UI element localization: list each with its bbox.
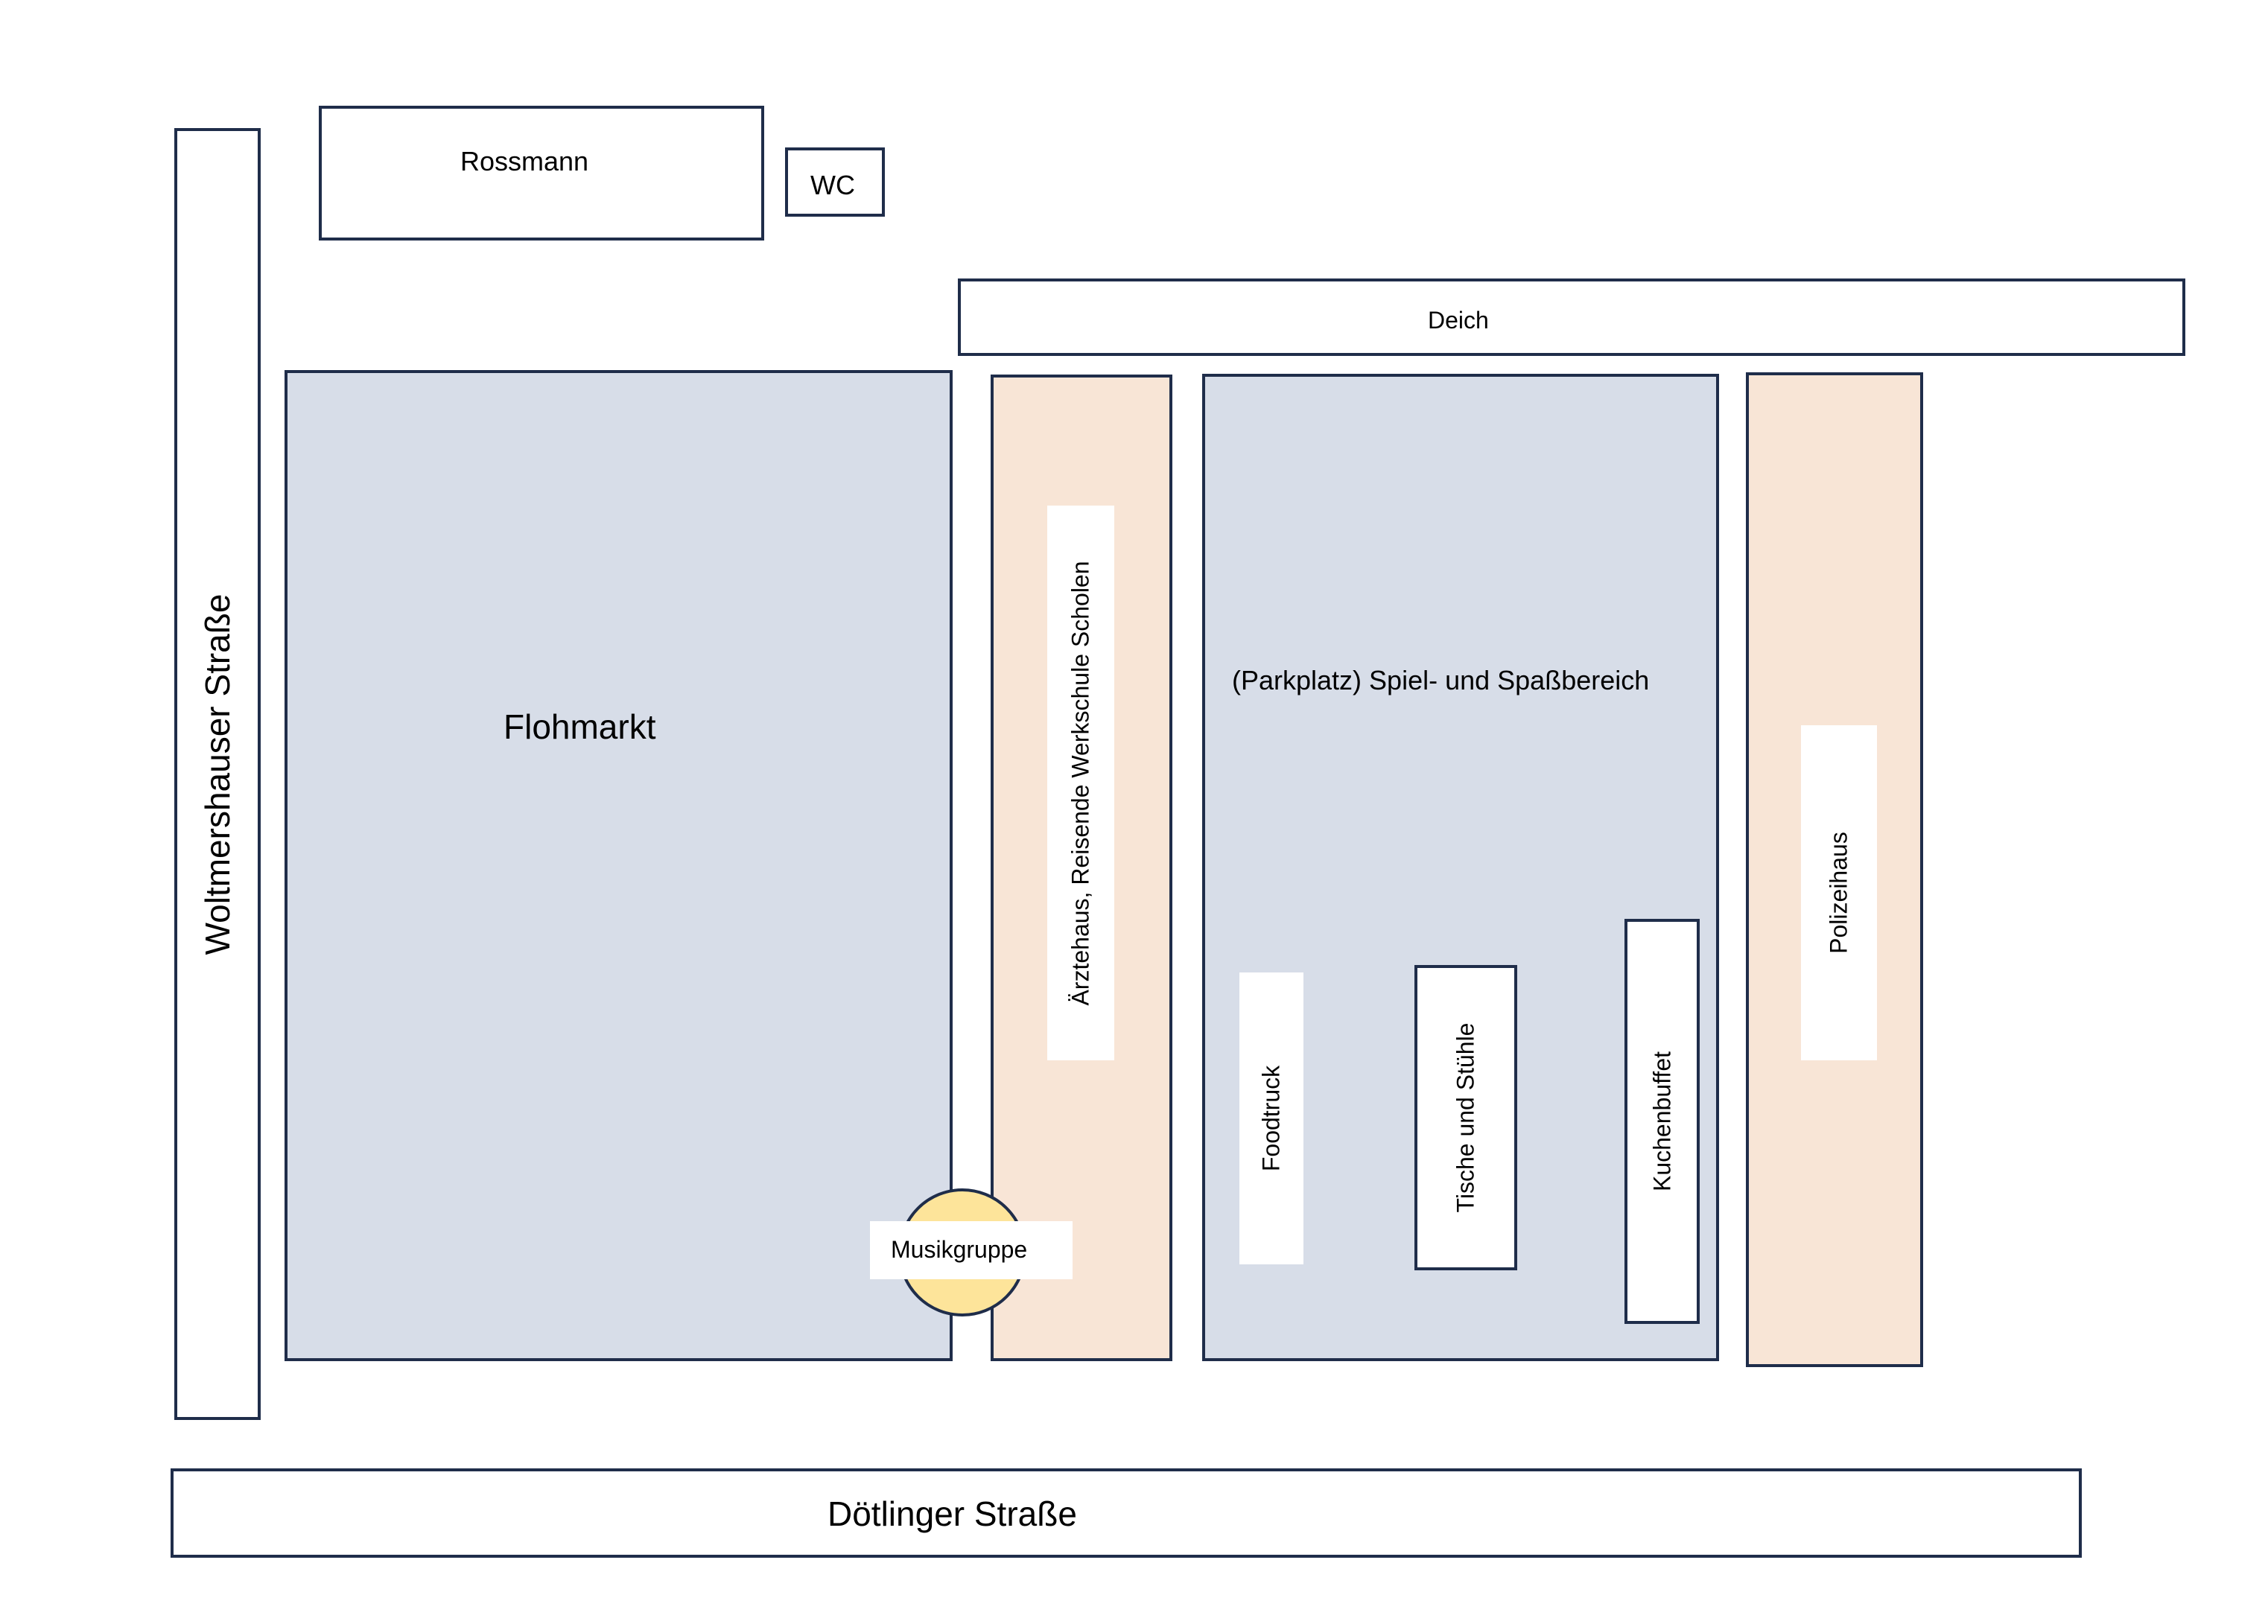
musikgruppe-label: Musikgruppe bbox=[891, 1236, 1028, 1263]
kuchenbuffet-box: Kuchenbuffet bbox=[1624, 919, 1700, 1324]
musikgruppe-label-box: Musikgruppe bbox=[870, 1221, 1073, 1279]
deich: Deich bbox=[958, 278, 2185, 356]
aerztehaus-label-box: Ärztehaus, Reisende Werkschule Scholen bbox=[1047, 506, 1114, 1060]
aerztehaus-label: Ärztehaus, Reisende Werkschule Scholen bbox=[1067, 560, 1094, 1006]
tische-und-stuehle-label: Tische und Stühle bbox=[1452, 1022, 1479, 1213]
woltmershauser-strasse-label: Woltmershauser Straße bbox=[198, 593, 237, 955]
deich-label: Deich bbox=[1428, 307, 1489, 334]
doetlinger-strasse: Dötlinger Straße bbox=[171, 1468, 2082, 1558]
parkplatz-spielbereich-label: (Parkplatz) Spiel- und Spaßbereich bbox=[1232, 665, 1650, 695]
rossmann-label: Rossmann bbox=[460, 146, 589, 176]
wc-label: WC bbox=[810, 170, 855, 200]
parkplatz-spielbereich-area: (Parkplatz) Spiel- und Spaßbereich Foodt… bbox=[1202, 374, 1719, 1361]
flohmarkt-area: Flohmarkt bbox=[285, 370, 953, 1361]
polizeihaus-label-box: Polizeihaus bbox=[1801, 725, 1877, 1060]
flohmarkt-label: Flohmarkt bbox=[504, 707, 656, 746]
tische-und-stuehle-box: Tische und Stühle bbox=[1414, 965, 1517, 1270]
polizeihaus-label: Polizeihaus bbox=[1825, 832, 1852, 954]
woltmershauser-strasse: Woltmershauser Straße bbox=[174, 128, 261, 1420]
foodtruck-box: Foodtruck bbox=[1239, 972, 1303, 1264]
aerztehaus-area: Ärztehaus, Reisende Werkschule Scholen bbox=[991, 375, 1172, 1361]
doetlinger-strasse-label: Dötlinger Straße bbox=[828, 1494, 1077, 1533]
polizeihaus-area: Polizeihaus bbox=[1746, 372, 1923, 1367]
kuchenbuffet-label: Kuchenbuffet bbox=[1648, 1051, 1675, 1192]
foodtruck-label: Foodtruck bbox=[1257, 1065, 1285, 1172]
wc-building: WC bbox=[785, 147, 885, 217]
rossmann-building: Rossmann bbox=[319, 106, 764, 241]
